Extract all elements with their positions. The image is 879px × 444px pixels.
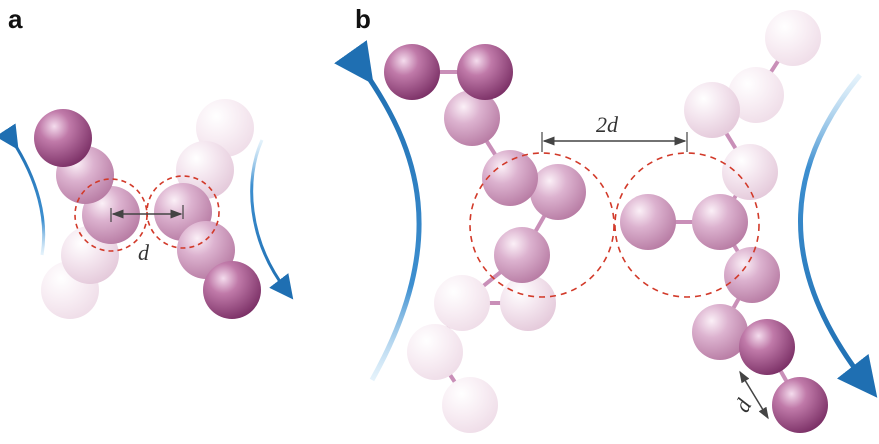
sphere <box>724 247 780 303</box>
sphere <box>384 44 440 100</box>
dashed-interaction-circle <box>469 152 615 298</box>
sphere <box>692 304 748 360</box>
panel-a: d <box>0 99 294 319</box>
distance-label-d: d <box>138 240 150 265</box>
sphere <box>765 10 821 66</box>
sphere <box>34 109 92 167</box>
panel-b-flow-right-arrow <box>798 73 878 398</box>
sphere <box>500 275 556 331</box>
sphere <box>434 275 490 331</box>
sphere <box>442 377 498 433</box>
sphere <box>407 324 463 380</box>
panel-a-label: a <box>8 4 23 34</box>
sphere <box>530 164 586 220</box>
sphere <box>684 82 740 138</box>
sphere <box>444 90 500 146</box>
panel-b-flow-left-arrow <box>334 40 422 382</box>
panel-a-flow-left-arrow <box>0 123 46 256</box>
dashed-interaction-circle <box>614 152 760 298</box>
sphere <box>482 150 538 206</box>
sphere <box>457 44 513 100</box>
sphere <box>203 261 261 319</box>
sphere <box>692 194 748 250</box>
sphere <box>620 194 676 250</box>
distance-label-d: d <box>729 394 757 416</box>
sphere <box>739 319 795 375</box>
sphere <box>728 67 784 123</box>
distance-arrow <box>739 370 769 420</box>
sphere <box>772 377 828 433</box>
panel-b-label: b <box>355 4 371 34</box>
sphere <box>722 144 778 200</box>
panel-a-flow-right-arrow <box>250 139 294 300</box>
panel-b: 2d d <box>334 10 878 433</box>
sphere <box>494 227 550 283</box>
distance-label-2d: 2d <box>596 112 619 137</box>
